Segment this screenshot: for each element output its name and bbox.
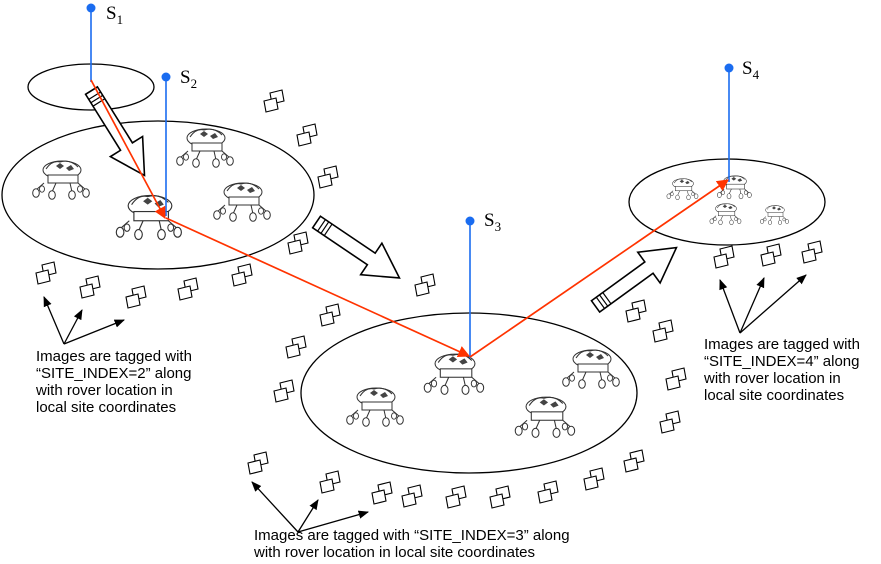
site-label-s1: S1 [106, 3, 123, 27]
site-label-s2: S2 [180, 67, 197, 91]
image-tiles-icon [537, 480, 559, 504]
rover-icon [346, 387, 404, 427]
rover-icon [760, 205, 789, 225]
rover-icon [717, 175, 752, 200]
image-tiles-icon [319, 303, 341, 327]
image-tiles-icon [319, 470, 341, 494]
image-tiles-icon [273, 379, 295, 403]
site-2-ellipse [1, 120, 315, 270]
image-tiles-icon [287, 231, 309, 255]
image-tiles-icon [445, 485, 467, 509]
site-4-ellipse [628, 158, 826, 246]
rover-icon [423, 353, 485, 395]
site-transition-arrow-1-2 [74, 79, 162, 187]
image-tiles-icon [35, 261, 57, 285]
rover-icon [213, 182, 271, 222]
image-tiles-icon [263, 89, 285, 113]
image-tiles-icon [414, 273, 436, 297]
image-tiles-icon [177, 277, 199, 301]
rover-icon [514, 396, 576, 438]
image-tiles-icon [231, 263, 253, 287]
image-tiles-icon [247, 451, 269, 475]
image-tiles-icon [401, 484, 423, 508]
image-tiles-icon [489, 485, 511, 509]
site-transition-arrow-2-3 [305, 205, 411, 295]
rover-icon [32, 160, 90, 200]
caption-site-3: Images are tagged with “SITE_INDEX=3” al… [254, 527, 570, 561]
image-tiles-icon [296, 123, 318, 147]
image-tiles-icon [713, 245, 735, 269]
site-label-s4: S4 [742, 58, 760, 82]
rover-icon [709, 203, 742, 225]
image-tiles-icon [625, 299, 647, 323]
rover-icon [176, 128, 234, 168]
caption-site-4: Images are tagged with “SITE_INDEX=4” al… [704, 336, 860, 404]
site-3-ellipse [300, 312, 638, 474]
image-tiles-icon [659, 410, 681, 434]
caption-pointer-arrows [43, 274, 807, 533]
caption-site-2: Images are tagged with “SITE_INDEX=2” al… [36, 348, 192, 416]
site-label-s3: S3 [484, 210, 501, 234]
image-tiles-icon [665, 367, 687, 391]
image-tiles-icon [285, 335, 307, 359]
image-tiles-icon [583, 467, 605, 491]
image-tiles-icon [79, 275, 101, 299]
image-tiles-icon [652, 319, 674, 343]
image-tiles-icon [760, 243, 782, 267]
rover-icon [562, 349, 620, 389]
rover-icon [115, 194, 182, 241]
image-tiles-icon [623, 449, 645, 473]
site-markers [86, 3, 734, 358]
image-tiles-icon [371, 481, 393, 505]
image-tiles-icon [125, 285, 147, 309]
traverse-path [90, 79, 729, 358]
image-tiles-icon [801, 240, 823, 264]
rover-icon [666, 178, 699, 200]
image-tiles-icon [317, 165, 339, 189]
